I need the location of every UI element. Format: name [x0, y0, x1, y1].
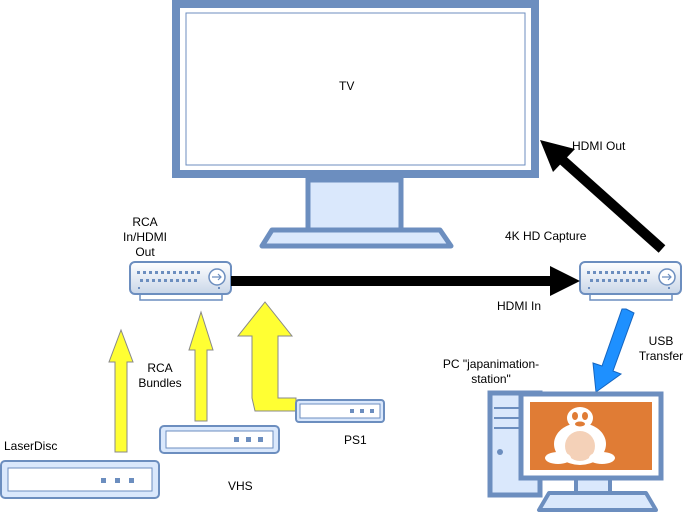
usb-label: USB Transfer	[636, 334, 686, 364]
pc-label: PC "japanimation- station"	[436, 357, 546, 387]
linux-tux-icon	[545, 407, 615, 465]
usb-transfer-arrow	[592, 308, 635, 393]
laserdisc-label: LaserDisc	[4, 439, 58, 453]
converter-label-line: RCA	[132, 215, 158, 229]
converter-label-line: Out	[135, 245, 155, 259]
ps1-rca-arrow	[236, 301, 297, 412]
capture-label: 4K HD Capture	[505, 229, 587, 243]
laserdisc-rca-arrow	[108, 328, 134, 453]
pc-label-line: station"	[471, 372, 511, 386]
laserdisc-player-icon	[0, 460, 160, 499]
vhs-label: VHS	[228, 479, 253, 493]
pc-icon	[487, 390, 664, 512]
hdmi-out-label: HDMI Out	[572, 139, 626, 153]
capture-device-icon	[579, 261, 682, 301]
rca-arrows	[108, 301, 297, 453]
ps1-label: PS1	[344, 433, 367, 447]
rca-bundles-label-line: Bundles	[138, 376, 182, 390]
rca-converter-icon	[129, 261, 232, 301]
tv-label: TV	[339, 79, 355, 93]
vhs-rca-arrow	[188, 310, 214, 422]
rca-bundles-label-line: RCA	[147, 361, 173, 375]
hdmi-in-arrow	[231, 266, 580, 296]
ps1-console-icon	[295, 399, 385, 423]
rca-bundles-label: RCA Bundles	[134, 361, 186, 391]
usb-label-line: USB	[648, 334, 674, 348]
converter-label: RCA In/HDMI Out	[114, 215, 176, 260]
hdmi-in-label: HDMI In	[497, 299, 542, 313]
hdmi-out-arrow	[540, 140, 666, 253]
usb-label-line: Transfer	[638, 349, 684, 363]
converter-label-line: In/HDMI	[122, 230, 167, 244]
tv-icon	[172, 0, 539, 249]
vhs-player-icon	[159, 425, 280, 454]
pc-label-line: PC "japanimation-	[442, 357, 540, 371]
